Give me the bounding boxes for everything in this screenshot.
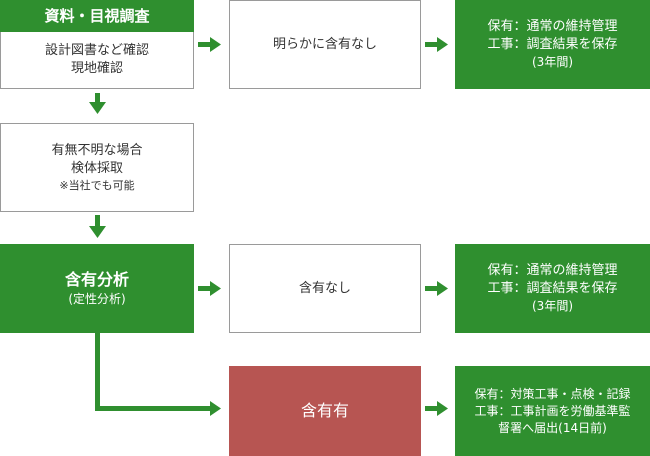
sampling-line-1: 有無不明な場合 [51, 142, 143, 158]
arrow-right-icon [425, 37, 448, 52]
result-present-line-2: 工事：工事計画を労働基準監 [474, 403, 631, 418]
result-clearly-none-line-1: 保有：通常の維持管理 [487, 19, 618, 34]
result-none-line-1: 保有：通常の維持管理 [487, 263, 618, 278]
arrow-right-icon [425, 401, 448, 416]
sampling-box: 有無不明な場合 検体採取 ※当社でも可能 [0, 123, 194, 212]
survey-body: 設計図書など確認 現地確認 [1, 32, 193, 88]
elbow-arrow-icon [95, 333, 221, 416]
result-present-line-3: 督署へ届出(14日前) [498, 420, 607, 435]
none-label: 含有なし [298, 280, 351, 296]
arrow-right-icon [425, 281, 448, 296]
result-none-line-2: 工事：調査結果を保存 [487, 281, 618, 296]
analysis-subtitle: (定性分析) [68, 292, 126, 306]
sampling-note: ※当社でも可能 [59, 178, 135, 192]
result-none-line-3: (3年間) [532, 299, 573, 313]
sampling-line-2: 検体採取 [70, 160, 123, 176]
result-present-box: 保有：対策工事・点検・記録 工事：工事計画を労働基準監 督署へ届出(14日前) [455, 366, 650, 456]
result-clearly-none-line-2: 工事：調査結果を保存 [487, 37, 618, 52]
arrow-right-icon [198, 281, 221, 296]
result-clearly-none-line-3: (3年間) [532, 55, 573, 69]
analysis-title: 含有分析 [64, 270, 129, 289]
clearly-none-box: 明らかに含有なし [229, 0, 421, 89]
result-clearly-none-box: 保有：通常の維持管理 工事：調査結果を保存 (3年間) [455, 0, 650, 89]
arrow-down-icon [89, 215, 106, 238]
clearly-none-label: 明らかに含有なし [272, 36, 377, 52]
survey-line-1: 設計図書など確認 [44, 43, 149, 58]
survey-title: 資料・目視調査 [44, 7, 150, 25]
arrow-down-icon [89, 93, 106, 114]
none-box: 含有なし [229, 244, 421, 333]
analysis-box: 含有分析 (定性分析) [0, 244, 194, 333]
present-box: 含有有 [229, 366, 421, 456]
survey-box: 資料・目視調査 設計図書など確認 現地確認 [0, 0, 194, 89]
survey-line-2: 現地確認 [70, 61, 123, 76]
present-label: 含有有 [300, 401, 349, 420]
result-present-line-1: 保有：対策工事・点検・記録 [474, 386, 631, 401]
result-none-box: 保有：通常の維持管理 工事：調査結果を保存 (3年間) [455, 244, 650, 333]
survey-header: 資料・目視調査 [0, 0, 194, 32]
arrow-right-icon [198, 37, 221, 52]
